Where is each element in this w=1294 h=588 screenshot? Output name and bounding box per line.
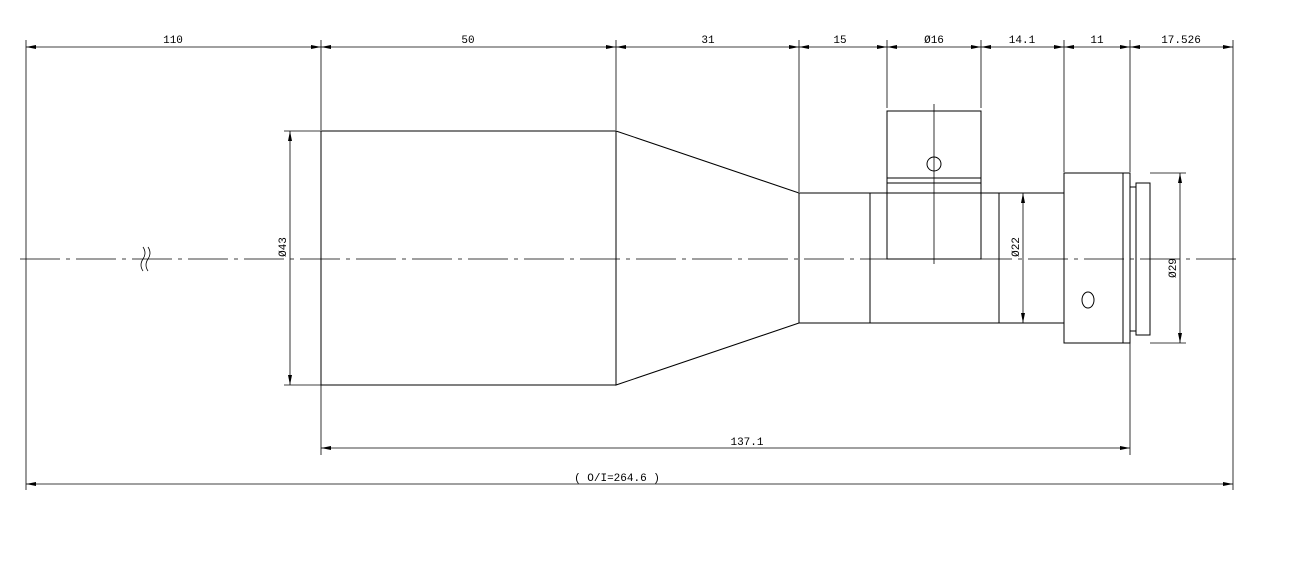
dim-label-11: 11 [1090, 35, 1104, 47]
front-barrel [320, 130, 617, 386]
top-dimension-chain [25, 40, 1234, 262]
dim-label-total: ( O/I=264.6 ) [574, 473, 660, 485]
dim-label-31: 31 [701, 35, 715, 47]
dim-label-phi22: Ø22 [1011, 237, 1023, 257]
dim-phi29 [1150, 172, 1186, 344]
mount-screw-hole [1081, 291, 1095, 309]
dim-label-17-526: 17.526 [1161, 35, 1201, 47]
dim-label-phi16: Ø16 [924, 35, 944, 47]
dim-label-phi29: Ø29 [1168, 258, 1180, 278]
dim-137-1 [320, 343, 1131, 455]
dim-label-137-1: 137.1 [730, 437, 763, 449]
taper-section [615, 130, 800, 386]
dim-label-50: 50 [461, 35, 474, 47]
rear-tube [869, 192, 1065, 324]
dim-total-oi [25, 262, 1234, 490]
dim-label-15: 15 [833, 35, 846, 47]
dim-label-110: 110 [163, 35, 183, 47]
dim-phi43 [284, 130, 321, 386]
dim-phi22 [1021, 193, 1025, 323]
mount-flange [1063, 172, 1131, 344]
dim-label-phi43: Ø43 [278, 237, 290, 257]
axis-break-symbol [140, 246, 151, 272]
mid-barrel [798, 192, 871, 324]
dim-label-14-1: 14.1 [1009, 35, 1036, 47]
lock-screw-hole [926, 156, 942, 172]
